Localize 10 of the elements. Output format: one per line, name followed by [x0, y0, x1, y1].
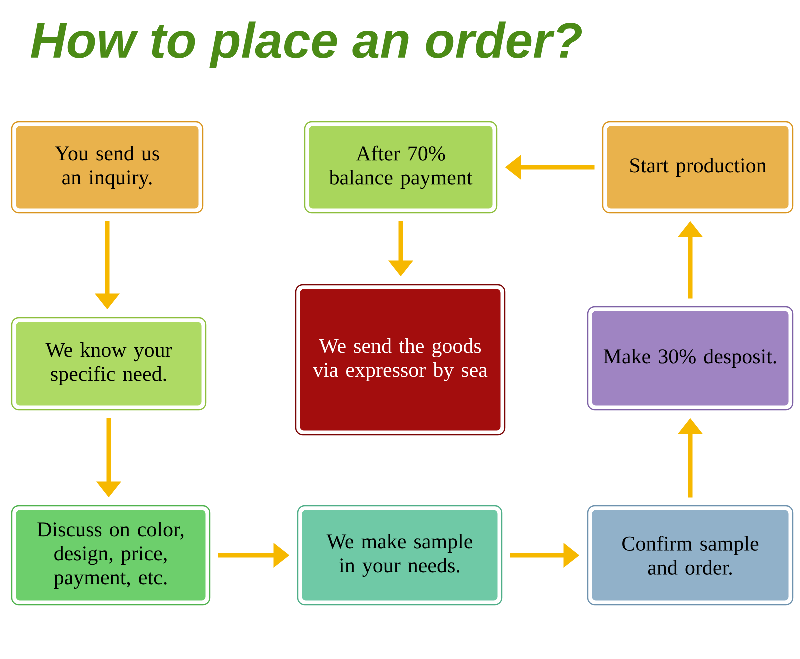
process-box: Make 30% desposit. — [590, 308, 792, 408]
title: How to place an order? — [31, 22, 582, 68]
process-box: We make sample in your needs. — [300, 508, 500, 604]
process-box: We send the goods via expressor by sea — [298, 286, 504, 434]
process-box: Discuss on color, design, price, payment, etc. — [14, 508, 208, 604]
process-box: Start production — [604, 124, 792, 212]
process-box: After 70% balance payment — [306, 124, 496, 212]
process-box: You send us an inquiry. — [14, 124, 202, 212]
process-box: We know your specific need. — [14, 320, 204, 408]
process-box: Confirm sample and order. — [590, 508, 792, 604]
